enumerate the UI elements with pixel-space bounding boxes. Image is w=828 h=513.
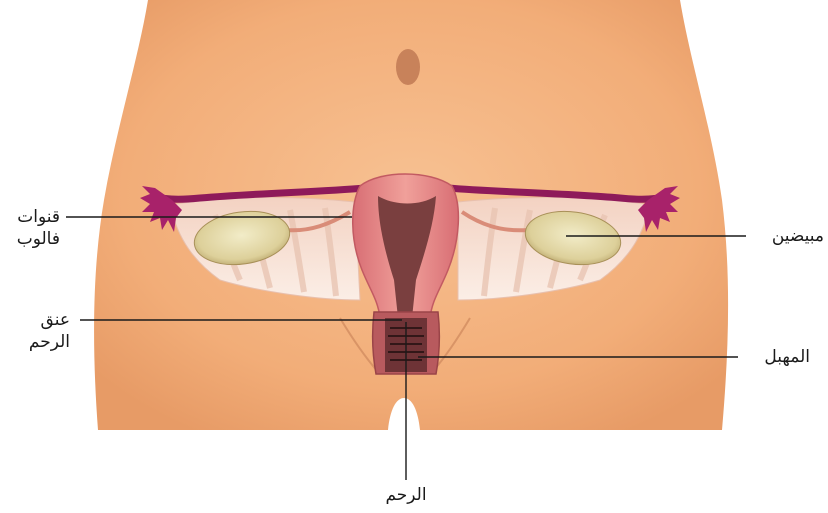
label-cervix-line2: الرحم	[0, 331, 70, 353]
label-cervix: عنق الرحم	[0, 309, 70, 353]
label-cervix-line1: عنق	[0, 309, 70, 331]
label-fallopian-line2: فالوب	[0, 228, 60, 250]
label-fallopian-line1: قنوات	[0, 206, 60, 228]
label-vagina: المهبل	[740, 346, 810, 368]
navel	[396, 49, 420, 85]
label-fallopian-tubes: قنوات فالوب	[0, 206, 60, 250]
label-ovaries: مبيضين	[750, 225, 824, 247]
label-uterus: الرحم	[366, 484, 446, 506]
